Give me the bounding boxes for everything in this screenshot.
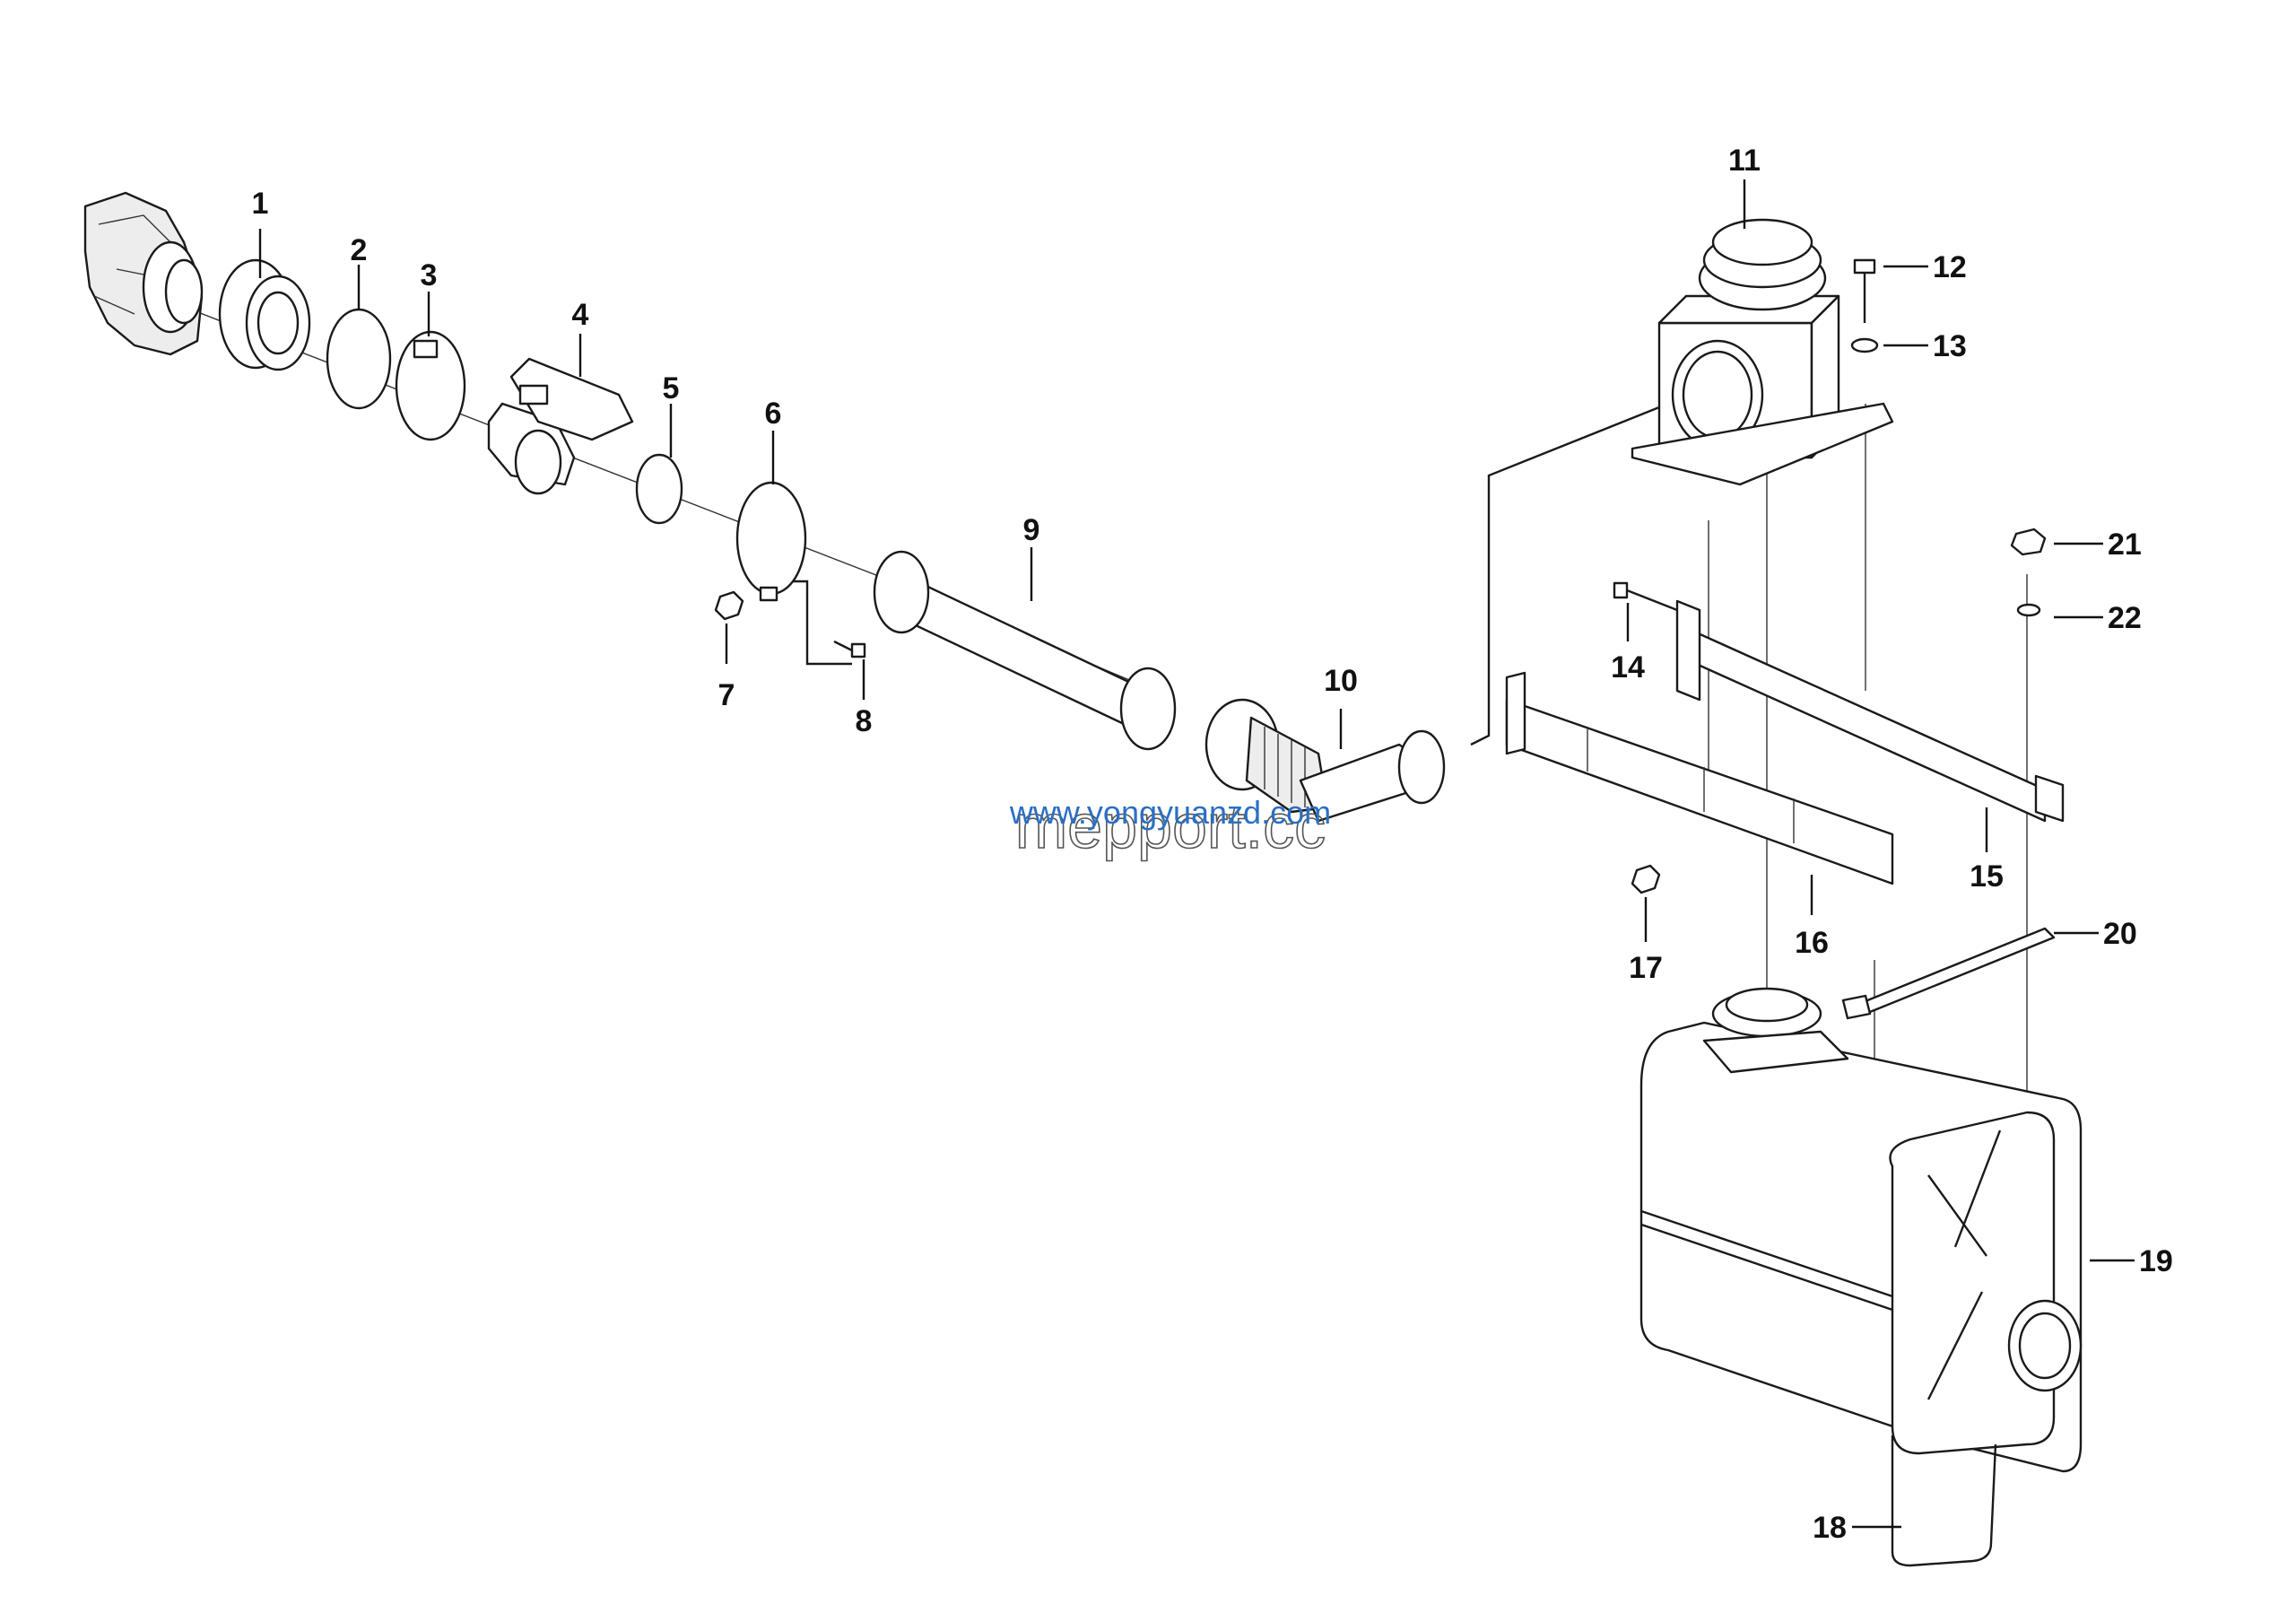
callout-9: 9 (1023, 513, 1040, 547)
part-14-bolt (1613, 581, 1678, 612)
part-18-support-strap (1891, 1435, 1997, 1567)
callout-12: 12 (1933, 250, 1967, 284)
callout-21: 21 (2108, 528, 2142, 562)
part-5-seal-ring (635, 453, 683, 525)
callout-13: 13 (1933, 329, 1967, 363)
part-7-nut (714, 590, 744, 621)
callout-14: 14 (1611, 650, 1645, 685)
part-11-outlet-box (1631, 218, 1894, 486)
part-9-exhaust-pipe (873, 550, 1177, 751)
leader-lines (258, 179, 2135, 1529)
callout-7: 7 (718, 678, 735, 712)
part-16-channel-bracket (1505, 671, 1894, 885)
callout-6: 6 (765, 397, 782, 431)
callout-11: 11 (1728, 144, 1761, 178)
part-15-bracket-rail (1675, 599, 2065, 823)
part-20-strap (1841, 927, 2056, 1020)
part-22-washer (2016, 603, 2041, 617)
callout-2: 2 (351, 233, 368, 267)
callout-16: 16 (1795, 926, 1829, 960)
callout-8: 8 (856, 704, 873, 738)
part-21-nut (2010, 528, 2047, 556)
watermark-url: www.yongyuanzd.com (1009, 794, 1331, 831)
part-3-clamp (395, 330, 466, 441)
part-6-v-band-clamp (735, 481, 807, 602)
part-4-exhaust-brake (487, 357, 634, 495)
callout-3: 3 (421, 258, 438, 292)
callout-18: 18 (1813, 1511, 1847, 1545)
part-17-nut (1631, 864, 1661, 894)
part-1-flange (218, 258, 311, 371)
callout-15: 15 (1970, 859, 2004, 894)
callout-17: 17 (1629, 951, 1663, 985)
part-19-muffler (1639, 987, 2083, 1473)
part-12-bolt (1853, 258, 1876, 323)
part-8-bolt (833, 640, 866, 658)
callout-19: 19 (2139, 1244, 2173, 1278)
watermark-brand: mepport.cc (1015, 791, 1326, 861)
turbocharger-housing (83, 191, 204, 356)
callout-10: 10 (1324, 664, 1358, 698)
callout-20: 20 (2103, 917, 2137, 951)
callout-labels: 1 2 3 4 5 6 7 8 9 10 11 12 13 14 15 16 1… (252, 144, 2173, 1545)
callout-4: 4 (572, 298, 589, 332)
callout-22: 22 (2108, 601, 2142, 635)
callout-1: 1 (252, 187, 269, 221)
part-13-washer (1850, 337, 1879, 353)
part-10-flex-bellows (1205, 698, 1446, 823)
part-2-gasket (326, 308, 392, 410)
callout-5: 5 (663, 371, 680, 406)
